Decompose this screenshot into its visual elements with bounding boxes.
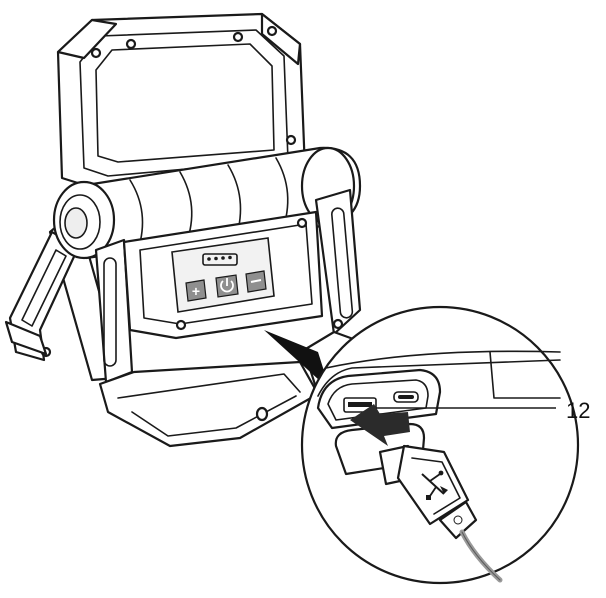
screw	[285, 134, 297, 146]
zoom-pointer	[264, 330, 330, 390]
insertion-arrow	[350, 404, 410, 446]
battery-led	[228, 255, 232, 260]
screw	[296, 217, 308, 229]
battery-led	[221, 256, 225, 260]
callout-label: 12	[566, 398, 591, 423]
usb-plug	[378, 444, 478, 540]
minus-glyph	[250, 279, 262, 283]
plus-glyph: +	[192, 283, 200, 299]
usb-symbol-icon	[421, 470, 448, 500]
zoom-detail	[300, 305, 580, 585]
screw	[90, 47, 102, 59]
base-hole	[255, 406, 269, 422]
plus-button[interactable]: +	[185, 279, 207, 302]
micro-usb-port	[393, 391, 419, 403]
power-button[interactable]	[215, 274, 239, 298]
battery-led	[214, 256, 218, 261]
screw	[125, 38, 137, 50]
right-side-bracket	[314, 188, 362, 336]
battery-indicator	[202, 253, 238, 266]
screw	[332, 318, 344, 330]
battery-led	[207, 257, 211, 261]
lamp-head	[56, 12, 307, 192]
control-panel: +	[171, 237, 275, 313]
screw	[266, 25, 278, 37]
screw	[232, 31, 244, 43]
power-icon	[220, 278, 234, 293]
minus-button[interactable]	[245, 270, 267, 293]
screw	[175, 319, 187, 331]
